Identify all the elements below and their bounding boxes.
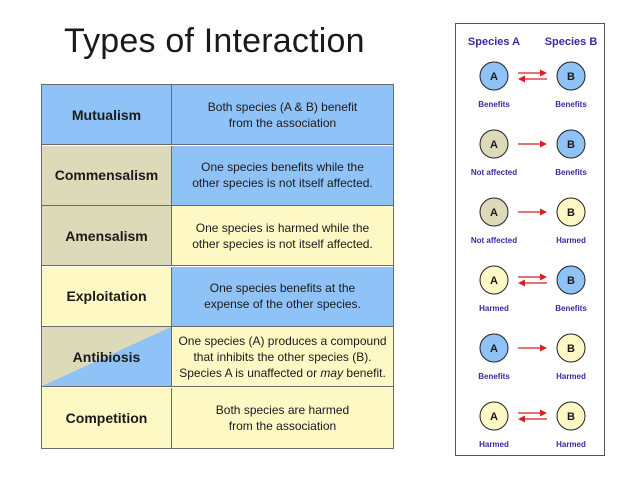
page-title: Types of Interaction xyxy=(64,22,365,60)
arrowhead-right-icon xyxy=(540,69,547,77)
interaction-type-cell: Exploitation xyxy=(42,266,172,326)
table-row: Exploitation One species benefits at the … xyxy=(42,266,393,327)
arrowhead-right-icon xyxy=(540,140,547,148)
interaction-type-cell: Commensalism xyxy=(42,145,172,205)
species-b-status: Benefits xyxy=(555,100,587,109)
species-b-letter: B xyxy=(567,139,575,151)
species-b-letter: B xyxy=(567,411,575,423)
species-b-circle xyxy=(556,61,586,91)
interaction-type-label: Exploitation xyxy=(66,288,147,304)
species-b-status: Benefits xyxy=(555,304,587,313)
interaction-type-label: Competition xyxy=(65,409,148,426)
species-b-circle xyxy=(556,333,586,363)
table-row: Antibiosis One species (A) produces a com… xyxy=(42,327,393,387)
species-b-circle xyxy=(556,197,586,227)
species-b-status: Harmed xyxy=(556,372,586,381)
table-row: Mutualism Both species (A & B) benefit fr… xyxy=(42,85,393,145)
interaction-type-label: Commensalism xyxy=(54,167,159,183)
arrowhead-right-icon xyxy=(540,344,547,352)
species-b-status: Benefits xyxy=(555,168,587,177)
species-b-circle xyxy=(556,265,586,295)
species-a-letter: A xyxy=(490,411,498,423)
interaction-description: Both species are harmed from the associa… xyxy=(215,402,350,433)
table-row: Commensalism One species benefits while t… xyxy=(42,145,393,206)
species-b-letter: B xyxy=(567,71,575,83)
species-a-header: Species A xyxy=(468,36,520,48)
arrowhead-right-icon xyxy=(540,273,547,281)
description-text: benefit. xyxy=(343,365,386,380)
species-b-letter: B xyxy=(567,275,575,287)
interaction-type-cell: Antibiosis xyxy=(42,327,172,386)
species-b-header: Species B xyxy=(545,36,598,48)
table-row: Amensalism One species is harmed while th… xyxy=(42,206,393,266)
arrowhead-left-icon xyxy=(518,415,525,423)
arrowhead-left-icon xyxy=(518,279,525,287)
species-b-letter: B xyxy=(567,207,575,219)
species-a-status: Benefits xyxy=(478,100,510,109)
interaction-description: Both species (A & B) benefit from the as… xyxy=(207,99,358,130)
interaction-type-cell: Competition xyxy=(42,387,172,448)
interaction-description-cell: One species benefits while the other spe… xyxy=(172,145,393,205)
table-row: Competition Both species are harmed from … xyxy=(42,387,393,448)
arrowhead-right-icon xyxy=(540,208,547,216)
arrowhead-right-icon xyxy=(540,409,547,417)
species-a-letter: A xyxy=(490,275,498,287)
species-a-letter: A xyxy=(490,207,498,219)
species-a-circle xyxy=(479,401,509,431)
interaction-type-label: Amensalism xyxy=(65,227,148,244)
interaction-description: One species is harmed while the other sp… xyxy=(192,220,373,251)
species-a-circle xyxy=(479,333,509,363)
interaction-description-cell: Both species (A & B) benefit from the as… xyxy=(172,85,393,144)
interaction-description: One species (A) produces a compound that… xyxy=(178,333,386,381)
arrowhead-left-icon xyxy=(518,75,525,83)
species-a-status: Benefits xyxy=(478,372,510,381)
species-a-circle xyxy=(479,265,509,295)
species-a-status: Not affected xyxy=(471,168,517,177)
species-a-status: Not affected xyxy=(471,236,517,245)
species-a-circle xyxy=(479,129,509,159)
species-b-status: Harmed xyxy=(556,440,586,449)
description-emphasis: may xyxy=(320,365,344,380)
species-a-letter: A xyxy=(490,343,498,355)
interaction-description-cell: One species is harmed while the other sp… xyxy=(172,206,393,265)
interaction-type-cell: Mutualism xyxy=(42,85,172,144)
species-b-status: Harmed xyxy=(556,236,586,245)
interaction-type-cell: Amensalism xyxy=(42,206,172,265)
species-a-circle xyxy=(479,197,509,227)
species-a-letter: A xyxy=(490,139,498,151)
species-b-letter: B xyxy=(567,343,575,355)
interaction-description-cell: One species (A) produces a compound that… xyxy=(172,327,393,386)
species-b-circle xyxy=(556,401,586,431)
species-a-status: Harmed xyxy=(479,304,509,313)
description-text: One species (A) produces a compound that… xyxy=(178,333,387,380)
species-a-status: Harmed xyxy=(479,440,509,449)
interaction-type-label: Antibiosis xyxy=(72,348,141,365)
species-b-circle xyxy=(556,129,586,159)
interaction-description: One species benefits while the other spe… xyxy=(192,160,373,190)
species-a-circle xyxy=(479,61,509,91)
interaction-description-cell: Both species are harmed from the associa… xyxy=(172,387,393,448)
interaction-description-cell: One species benefits at the expense of t… xyxy=(172,266,393,326)
interaction-description: One species benefits at the expense of t… xyxy=(204,281,361,311)
interaction-type-label: Mutualism xyxy=(71,106,142,123)
species-a-letter: A xyxy=(490,71,498,83)
interaction-table: Mutualism Both species (A & B) benefit fr… xyxy=(41,84,394,449)
